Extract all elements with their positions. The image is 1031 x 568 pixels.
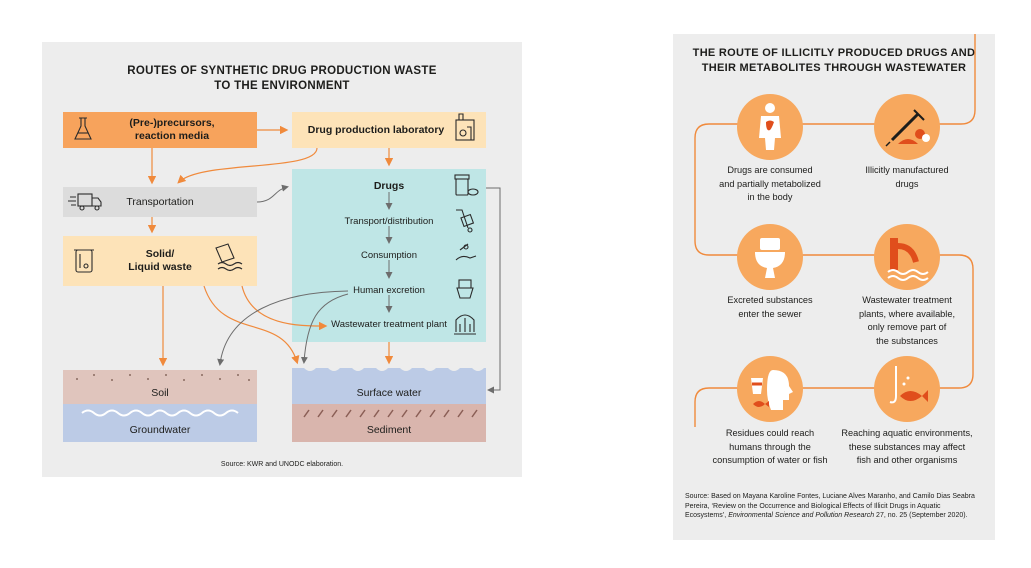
toilet-icon — [755, 238, 785, 278]
transport-distribution-label: Transport/distribution — [344, 216, 434, 227]
drugs-label: Drugs — [373, 180, 405, 192]
synthetic-drug-waste-diagram: ROUTES OF SYNTHETIC DRUG PRODUCTION WAST… — [42, 42, 522, 477]
human-head-glass-icon — [751, 370, 793, 410]
sediment-label: Sediment — [366, 424, 412, 436]
liquid-waste-dump-icon — [215, 243, 243, 272]
hand-pill-icon — [455, 243, 477, 261]
transportation-label: Transportation — [126, 195, 194, 208]
soil-layer: Soil — [63, 370, 257, 404]
wastewater-outlet-icon — [887, 238, 929, 281]
laboratory-label: Drug production laboratory — [307, 123, 445, 136]
step-sewer-caption: Excreted substances enter the sewer — [727, 295, 813, 319]
step-sewer-circle — [737, 224, 803, 290]
step-illicit-manufacture-circle — [874, 94, 940, 160]
precursors-label: (Pre-)precursors, reaction media — [129, 117, 215, 142]
right-source-prefix: Source: Based on Mayana Karoline Fontes,… — [685, 493, 975, 519]
wastewater-treatment-plant-label: Wastewater treatment plant — [331, 319, 447, 330]
lab-equipment-icon — [455, 113, 475, 141]
groundwater-wave — [81, 409, 239, 417]
wastewater-route-diagram: THE ROUTE OF ILLICITLY PRODUCED DRUGS AN… — [673, 34, 995, 540]
surface-water-label: Surface water — [356, 387, 422, 399]
right-diagram-title: THE ROUTE OF ILLICITLY PRODUCED DRUGS AN… — [692, 47, 976, 74]
pill-bottle-icon — [454, 174, 479, 196]
step-aquatic-circle — [874, 356, 940, 422]
left-connectors — [68, 113, 501, 418]
toilet-icon — [456, 279, 474, 299]
flask-icon — [74, 117, 92, 140]
waste-bin-icon — [74, 249, 94, 273]
right-source-journal: Environmental Science and Pollution Rese… — [728, 512, 875, 519]
surface-water-wave — [292, 364, 486, 371]
groundwater-label: Groundwater — [129, 424, 191, 436]
step-aquatic-caption: Reaching aquatic environments, these sub… — [841, 428, 973, 465]
step-consumed-circle — [737, 94, 803, 160]
sediment-hatches — [303, 409, 478, 418]
right-source-suffix: 27, no. 25 (September 2020). — [874, 512, 968, 519]
step-treatment-circle — [874, 224, 940, 290]
transportation-box: Transportation — [63, 187, 257, 217]
left-diagram-title: ROUTES OF SYNTHETIC DRUG PRODUCTION WAST… — [127, 65, 437, 92]
soil-label: Soil — [151, 387, 169, 399]
step-treatment-caption: Wastewater treatment plants, where avail… — [858, 295, 956, 346]
left-source: Source: KWR and UNODC elaboration. — [220, 461, 344, 468]
right-source: Source: Based on Mayana Karoline Fontes,… — [685, 492, 983, 521]
step-illicit-manufacture-caption: Illicitly manufactured drugs — [865, 165, 949, 189]
step-humans-caption: Residues could reach humans through the … — [712, 428, 828, 465]
hand-truck-icon — [456, 209, 475, 233]
truck-icon — [68, 193, 102, 211]
sediment-layer: Sediment — [292, 404, 486, 442]
soil-dots — [76, 374, 250, 381]
fishing-hook-fish-icon — [889, 366, 928, 404]
step-humans-circle — [737, 356, 803, 422]
laboratory-box: Drug production laboratory — [292, 112, 486, 148]
precursors-box: (Pre-)precursors, reaction media — [63, 112, 257, 148]
waste-label: Solid/ Liquid waste — [128, 248, 192, 273]
human-body-icon — [759, 103, 781, 150]
consumption-label: Consumption — [361, 250, 417, 261]
step-consumed-caption: Drugs are consumed and partially metabol… — [719, 165, 821, 202]
syringe-pills-icon — [885, 109, 930, 147]
treatment-plant-icon — [454, 314, 476, 335]
human-excretion-label: Human excretion — [353, 285, 425, 296]
surface-water-layer: Surface water — [292, 368, 486, 404]
